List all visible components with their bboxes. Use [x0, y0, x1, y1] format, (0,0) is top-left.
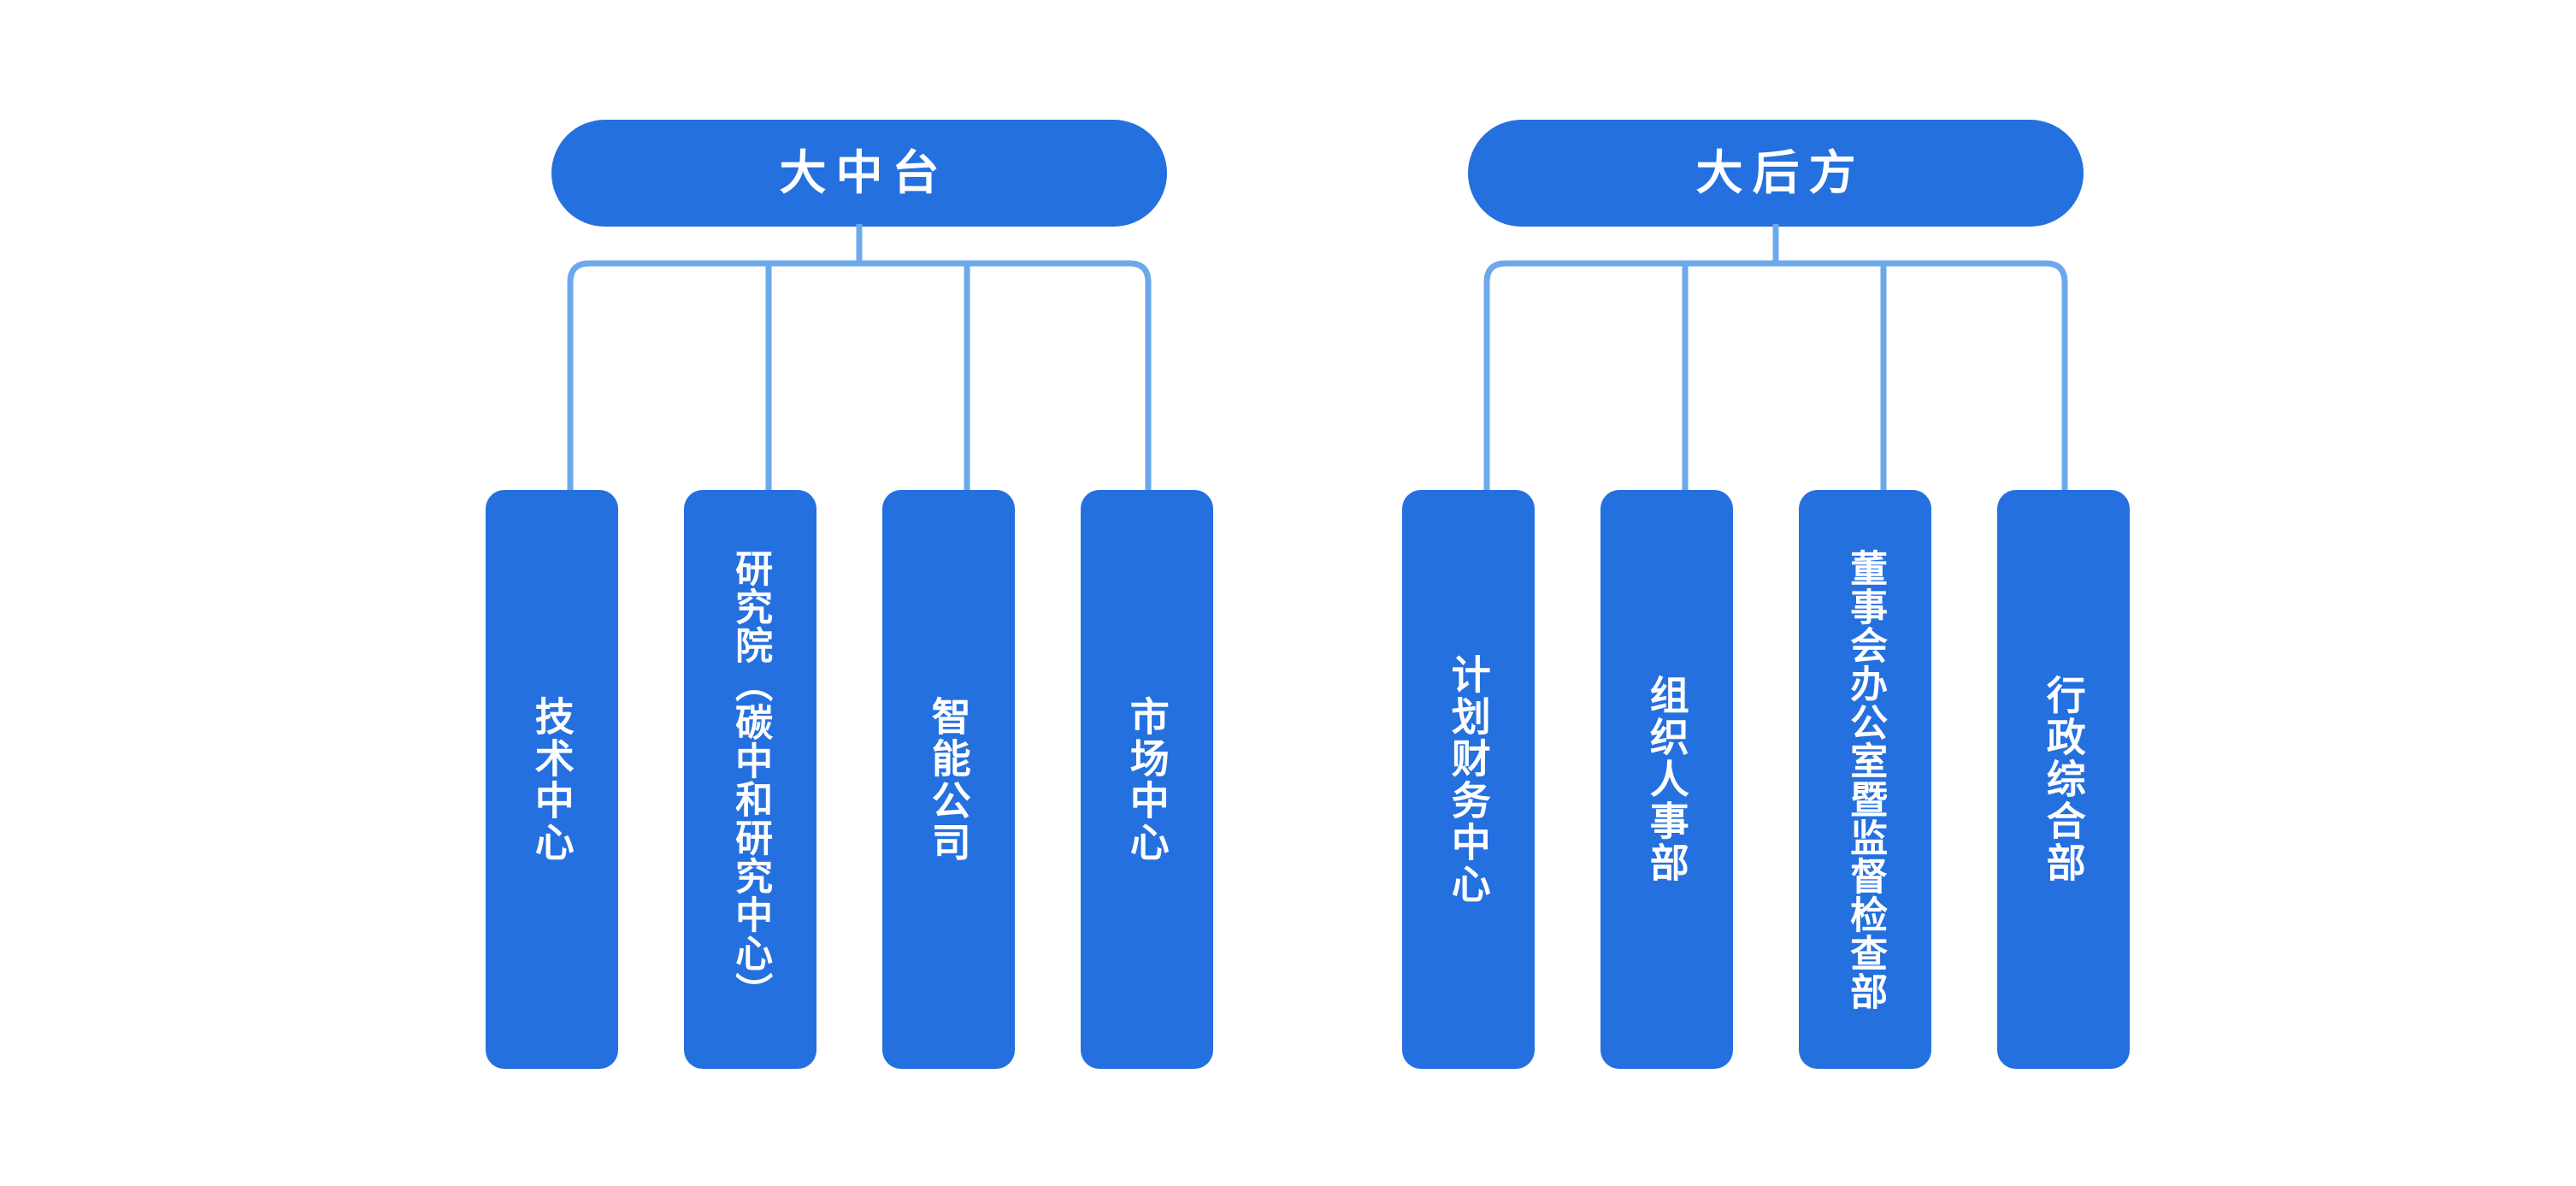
group-header-label: 大中台: [779, 146, 949, 199]
leaf-node-admin-general-dept[interactable]: 行政综合部: [1997, 490, 2130, 1069]
leaf-node-label: 行政综合部: [2041, 675, 2086, 884]
leaf-node-board-office-supervision[interactable]: 董事会办公室暨监督检查部: [1799, 490, 1931, 1069]
group-header-pill-mid-platform[interactable]: 大中台: [551, 120, 1167, 227]
leaf-node-label: 计划财务中心: [1446, 653, 1491, 906]
leaf-node-market-center[interactable]: 市场中心: [1081, 490, 1213, 1069]
leaf-node-label: 智能公司: [926, 695, 971, 864]
group-header-pill-rear-support[interactable]: 大后方: [1468, 120, 2084, 227]
group-header-label: 大后方: [1695, 146, 1866, 199]
connector-tree-rear-support: [1483, 224, 2068, 490]
leaf-node-tech-center[interactable]: 技术中心: [486, 490, 618, 1069]
org-group-rear-support: 大后方 计划财务中心 组织人事部 董事会办公室暨监督检查部 行政综合部: [1402, 0, 2130, 1186]
leaf-node-org-personnel-dept[interactable]: 组织人事部: [1600, 490, 1733, 1069]
leaf-node-label: 组织人事部: [1644, 675, 1689, 884]
leaf-node-label: 市场中心: [1124, 695, 1170, 864]
org-group-mid-platform: 大中台 技术中心 研究院（碳中和研究中心） 智能公司 市场中心: [486, 0, 1213, 1186]
leaf-node-planning-finance-center[interactable]: 计划财务中心: [1402, 490, 1535, 1069]
leaf-node-label: 技术中心: [529, 695, 575, 864]
leaf-node-intelligent-co[interactable]: 智能公司: [882, 490, 1015, 1069]
connector-bus: [1483, 260, 2068, 490]
connector-tree-mid-platform: [567, 224, 1152, 490]
leaf-node-research-academy[interactable]: 研究院（碳中和研究中心）: [684, 490, 816, 1069]
connector-bus: [567, 260, 1152, 490]
leaf-node-label: 研究院（碳中和研究中心）: [729, 548, 772, 1011]
leaf-node-label: 董事会办公室暨监督检查部: [1844, 548, 1887, 1011]
